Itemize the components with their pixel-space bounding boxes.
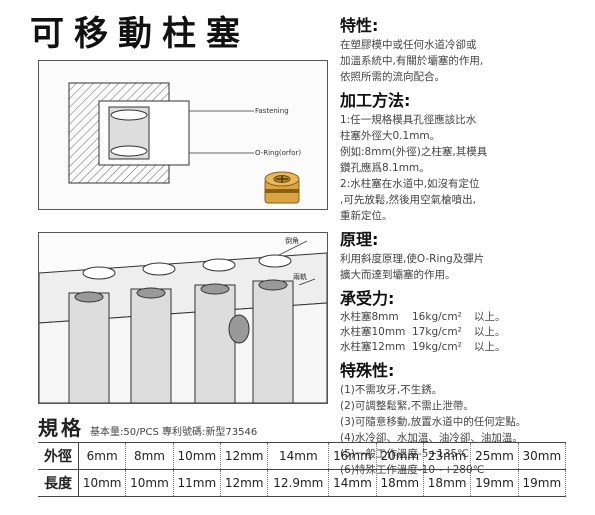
table-cell: 14mm bbox=[267, 442, 330, 470]
table-row: 外徑 6mm 8mm 10mm 12mm 14mm 16mm 20mm 23mm… bbox=[38, 442, 567, 470]
cross-section-diagram: Fastening O-Ring(orfor) bbox=[38, 60, 328, 210]
table-cell: 10mm bbox=[125, 469, 174, 497]
fastening-label: Fastening bbox=[255, 107, 289, 115]
load-row: 水柱塞8mm 16kg/cm² 以上。 bbox=[340, 311, 506, 323]
features-heading: 特性: bbox=[340, 16, 379, 35]
row-header-length: 長度 bbox=[38, 469, 79, 497]
table-cell: 18mm bbox=[423, 469, 472, 497]
table-cell: 14mm bbox=[328, 469, 377, 497]
table-cell: 16mm bbox=[328, 442, 377, 470]
load-row: 水柱塞12mm 19kg/cm² 以上。 bbox=[340, 341, 506, 353]
special-heading: 特殊性: bbox=[340, 361, 395, 380]
table-cell: 10mm bbox=[173, 442, 221, 470]
row-header-diameter: 外徑 bbox=[38, 442, 79, 470]
water-channel-diagram: 倒角 兩軌 bbox=[38, 232, 328, 404]
table-cell: 12mm bbox=[220, 469, 269, 497]
features-text: 在塑膠模中或任何水道冷卻或 加溫系統中,有關於壩塞的作用, 依照所需的流向配合。 bbox=[340, 39, 484, 83]
description-column: 特性: 在塑膠模中或任何水道冷卻或 加溫系統中,有關於壩塞的作用, 依照所需的流… bbox=[340, 10, 590, 478]
load-row: 水柱塞10mm 17kg/cm² 以上。 bbox=[340, 326, 506, 338]
special-item: (2)可調整鬆緊,不需止泄帶。 bbox=[340, 400, 474, 412]
special-item: (4)水冷卻、水加溫、油冷卻、油加溫。 bbox=[340, 432, 523, 444]
method-step-2: 2:水柱塞在水道中,如沒有定位 ,可先放鬆,然後用空氣槍噴出, 重新定位。 bbox=[340, 178, 480, 222]
spec-header: 規格 基本量:50/PCS 專利號碼:新型73546 bbox=[38, 412, 257, 441]
table-cell: 30mm bbox=[518, 442, 567, 470]
table-cell: 12mm bbox=[220, 442, 269, 470]
spec-table: 外徑 6mm 8mm 10mm 12mm 14mm 16mm 20mm 23mm… bbox=[38, 442, 567, 497]
method-example: 例如:8mm(外徑)之柱塞,其模具 鑽孔應爲8.1mm。 bbox=[340, 146, 488, 174]
table-cell: 25mm bbox=[470, 442, 519, 470]
table-cell: 23mm bbox=[423, 442, 472, 470]
principle-heading: 原理: bbox=[340, 230, 379, 249]
table-cell: 19mm bbox=[518, 469, 567, 497]
load-heading: 承受力: bbox=[340, 289, 395, 308]
table-cell: 10mm bbox=[78, 469, 127, 497]
chamfer-label: 倒角 bbox=[285, 236, 299, 245]
spec-title: 規格 bbox=[38, 416, 84, 440]
page-title: 可移動柱塞 bbox=[30, 14, 250, 54]
o-ring-label: O-Ring(orfor) bbox=[255, 149, 301, 157]
table-cell: 6mm bbox=[78, 442, 127, 470]
special-item: (1)不需攻牙,不生銹。 bbox=[340, 384, 443, 396]
spec-note: 基本量:50/PCS 專利號碼:新型73546 bbox=[90, 427, 258, 438]
table-cell: 19mm bbox=[470, 469, 519, 497]
method-heading: 加工方法: bbox=[340, 91, 411, 110]
table-cell: 20mm bbox=[376, 442, 424, 470]
special-item: (3)可隨意移動,放置水道中的任何定點。 bbox=[340, 416, 527, 428]
rail-label: 兩軌 bbox=[293, 272, 307, 281]
method-step-1: 1:任一規格模具孔徑應該比水 柱塞外徑大0.1mm。 bbox=[340, 114, 477, 142]
table-cell: 12.9mm bbox=[267, 469, 330, 497]
table-cell: 11mm bbox=[173, 469, 221, 497]
table-cell: 18mm bbox=[376, 469, 424, 497]
table-cell: 8mm bbox=[125, 442, 174, 470]
table-row: 長度 10mm 10mm 11mm 12mm 12.9mm 14mm 18mm … bbox=[38, 469, 567, 497]
principle-text: 利用斜度原理,使O-Ring及彈片 擴大而達到壩塞的作用。 bbox=[340, 253, 485, 281]
